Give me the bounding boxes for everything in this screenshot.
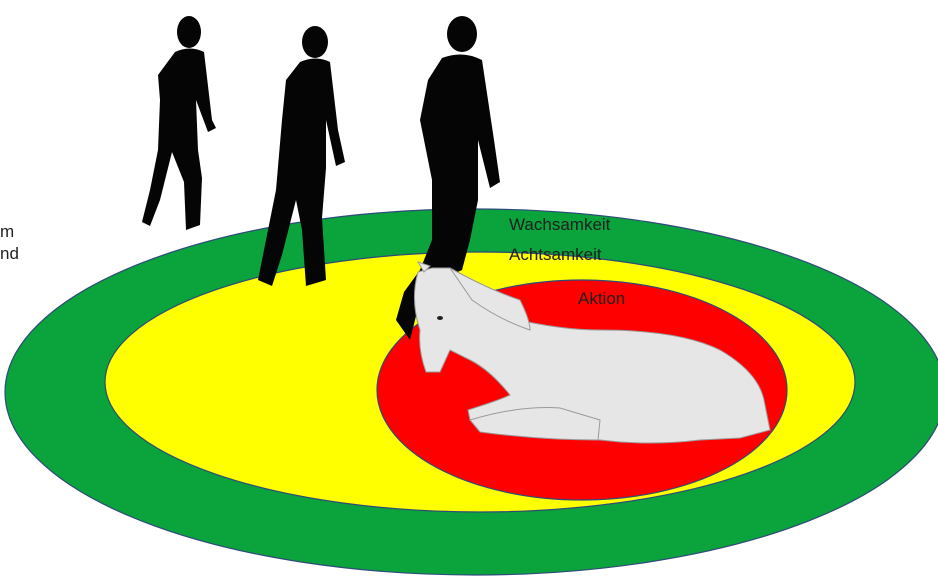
cut-off-text-line-2: nd — [0, 243, 19, 265]
cut-off-text-line-1: m — [0, 221, 14, 243]
label-aktion: Aktion — [578, 289, 625, 308]
person-silhouette-1 — [142, 16, 216, 230]
label-achtsamkeit: Achtsamkeit — [509, 245, 602, 264]
label-wachsamkeit: Wachsamkeit — [509, 215, 611, 234]
